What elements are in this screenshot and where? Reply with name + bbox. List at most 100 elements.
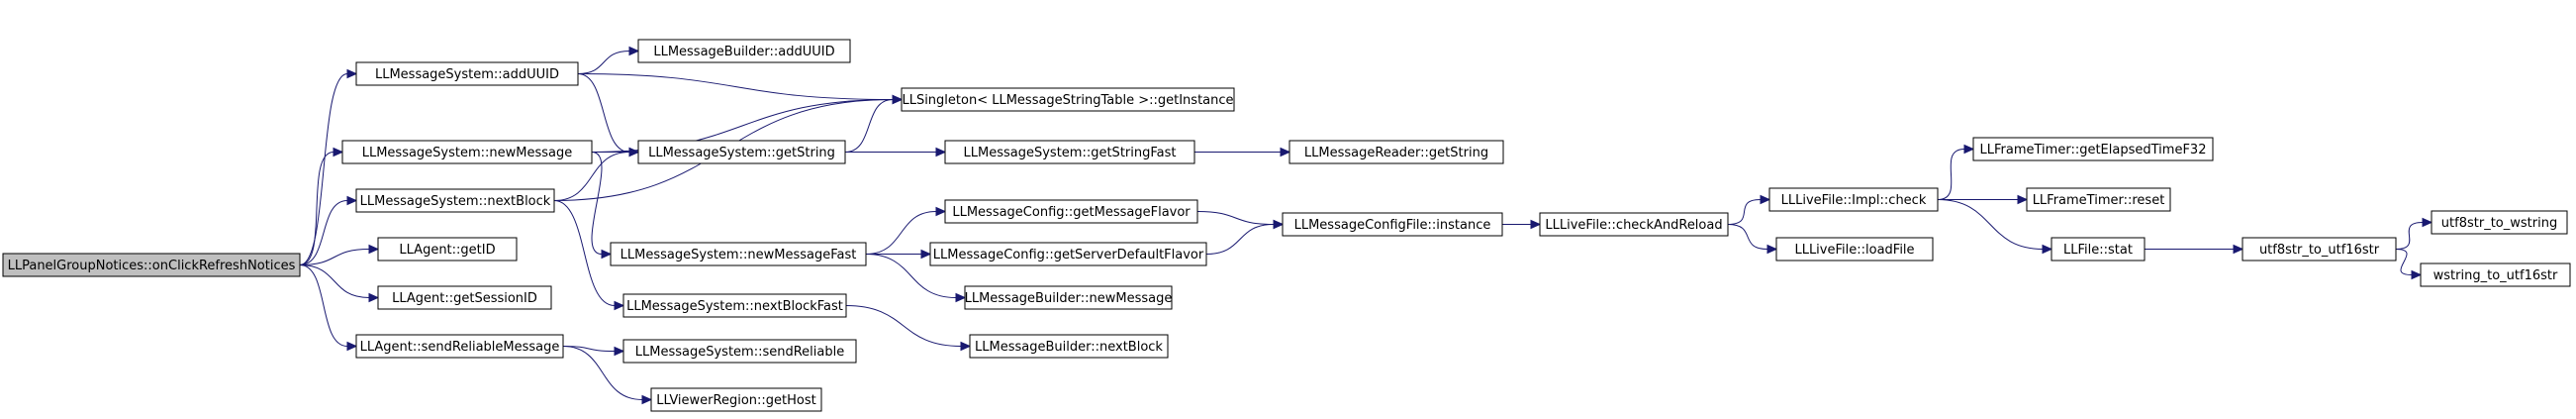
arrowhead-icon	[960, 341, 972, 352]
node-label: LLMessageBuilder::nextBlock	[975, 340, 1163, 355]
edge-nextBlock-to-getString	[553, 152, 630, 201]
node-label: LLLiveFile::loadFile	[1794, 243, 1914, 258]
edge-root-to-addUUID	[299, 73, 348, 265]
node-label: LLAgent::sendReliableMessage	[360, 340, 560, 355]
node-box	[2, 253, 301, 277]
arrowhead-icon	[2422, 217, 2433, 228]
node-label: LLAgent::getID	[399, 243, 495, 258]
node-sendReliableMessage[interactable]: LLAgent::sendReliableMessage	[355, 334, 564, 359]
edge-getServerDefaultFlavor-to-configInstance	[1205, 224, 1275, 255]
node-loadFile[interactable]: LLLiveFile::loadFile	[1775, 237, 1934, 262]
node-newMessage[interactable]: LLMessageSystem::newMessage	[341, 140, 593, 164]
node-getStringFast[interactable]: LLMessageSystem::getStringFast	[944, 140, 1195, 164]
node-implCheck[interactable]: LLLiveFile::Impl::check	[1768, 187, 1939, 212]
node-nextBlock[interactable]: LLMessageSystem::nextBlock	[355, 188, 555, 213]
arrowhead-icon	[955, 292, 967, 303]
arrowhead-icon	[2233, 244, 2244, 255]
edge-getString-to-singleton	[844, 99, 894, 153]
node-getID[interactable]: LLAgent::getID	[377, 237, 518, 262]
node-label: LLPanelGroupNotices::onClickRefreshNotic…	[8, 259, 296, 273]
node-label: LLMessageSystem::getString	[648, 146, 835, 160]
node-label: LLMessageBuilder::addUUID	[653, 45, 834, 59]
node-utf8toW[interactable]: utf8str_to_wstring	[2431, 210, 2568, 235]
node-getServerDefaultFlavor[interactable]: LLMessageConfig::getServerDefaultFlavor	[929, 242, 1207, 266]
node-wTo16[interactable]: wstring_to_utf16str	[2420, 262, 2571, 287]
node-stat[interactable]: LLFile::stat	[2051, 237, 2146, 262]
node-getElapsed[interactable]: LLFrameTimer::getElapsedTimeF32	[1972, 137, 2214, 161]
node-addUUID[interactable]: LLMessageSystem::addUUID	[355, 61, 579, 86]
edge-root-to-newMessage	[299, 152, 334, 265]
node-utf8to16[interactable]: utf8str_to_utf16str	[2242, 237, 2397, 262]
node-box	[637, 39, 851, 63]
node-label: LLMessageSystem::newMessage	[362, 146, 573, 160]
node-getMessageFlavor[interactable]: LLMessageConfig::getMessageFlavor	[944, 199, 1198, 224]
node-label: LLLiveFile::checkAndReload	[1545, 218, 1722, 233]
node-box	[2051, 237, 2146, 262]
node-box	[944, 199, 1198, 224]
node-getString[interactable]: LLMessageSystem::getString	[637, 140, 846, 164]
node-box	[622, 339, 857, 364]
arrowhead-icon	[628, 147, 640, 157]
node-label: LLSingleton< LLMessageStringTable >::get…	[902, 93, 1233, 108]
node-box	[1972, 137, 2214, 161]
node-box	[1282, 212, 1503, 237]
node-sendReliable[interactable]: LLMessageSystem::sendReliable	[622, 339, 857, 364]
node-box	[650, 387, 822, 412]
arrowhead-icon	[346, 68, 358, 79]
node-label: LLMessageSystem::sendReliable	[635, 345, 844, 360]
node-box	[2026, 187, 2171, 212]
node-label: LLMessageConfig::getServerDefaultFlavor	[933, 248, 1204, 262]
arrowhead-icon	[628, 46, 640, 56]
node-label: LLMessageConfigFile::instance	[1294, 218, 1491, 233]
node-label: LLMessageSystem::nextBlockFast	[626, 299, 843, 314]
arrowhead-icon	[346, 195, 358, 206]
node-box	[1768, 187, 1939, 212]
edge-root-to-getID	[299, 249, 370, 265]
edge-implCheck-to-getElapsed	[1937, 149, 1965, 200]
node-label: LLMessageConfig::getMessageFlavor	[952, 205, 1191, 220]
node-nextBlockFast[interactable]: LLMessageSystem::nextBlockFast	[622, 293, 847, 318]
edge-root-to-sendReliableMessage	[299, 264, 348, 347]
node-getSessionID[interactable]: LLAgent::getSessionID	[377, 285, 552, 310]
arrowhead-icon	[1280, 147, 1291, 157]
edge-nextBlockFast-to-mbNextBlock	[845, 305, 962, 347]
arrowhead-icon	[641, 394, 653, 405]
node-box	[2420, 262, 2571, 287]
node-configInstance[interactable]: LLMessageConfigFile::instance	[1282, 212, 1503, 237]
node-box	[1775, 237, 1934, 262]
arrowhead-icon	[601, 249, 613, 260]
node-readerGetString[interactable]: LLMessageReader::getString	[1288, 140, 1504, 164]
node-mbAddUUID[interactable]: LLMessageBuilder::addUUID	[637, 39, 851, 63]
node-mbNextBlock[interactable]: LLMessageBuilder::nextBlock	[969, 334, 1169, 359]
edge-nextBlock-to-nextBlockFast	[553, 200, 616, 306]
arrowhead-icon	[346, 341, 358, 352]
edge-newMessage-to-newMessageFast	[591, 152, 603, 255]
node-box	[1539, 212, 1729, 237]
node-label: LLFrameTimer::getElapsedTimeF32	[1980, 143, 2207, 157]
node-reset[interactable]: LLFrameTimer::reset	[2026, 187, 2171, 212]
arrowhead-icon	[1963, 144, 1975, 155]
arrowhead-icon	[368, 292, 380, 303]
edge-addUUID-to-mbAddUUID	[577, 51, 630, 74]
node-root[interactable]: LLPanelGroupNotices::onClickRefreshNotic…	[2, 253, 301, 277]
node-getHost[interactable]: LLViewerRegion::getHost	[650, 387, 822, 412]
arrowhead-icon	[1766, 244, 1778, 255]
arrowhead-icon	[1530, 219, 1542, 230]
arrowhead-icon	[935, 206, 947, 217]
node-mbNewMessage[interactable]: LLMessageBuilder::newMessage	[964, 285, 1173, 310]
node-box	[355, 334, 564, 359]
edge-utf8to16-to-utf8toW	[2395, 222, 2424, 250]
edge-addUUID-to-getString	[577, 73, 630, 153]
edge-checkAndReload-to-implCheck	[1727, 199, 1762, 225]
edges-layer	[299, 46, 2433, 405]
node-label: utf8str_to_wstring	[2441, 216, 2557, 231]
arrowhead-icon	[2042, 244, 2053, 255]
arrowhead-icon	[368, 244, 380, 255]
node-singleton[interactable]: LLSingleton< LLMessageStringTable >::get…	[901, 87, 1235, 112]
edge-getMessageFlavor-to-configInstance	[1196, 211, 1275, 225]
node-box	[2431, 210, 2568, 235]
edge-addUUID-to-singleton	[577, 73, 894, 100]
node-newMessageFast[interactable]: LLMessageSystem::newMessageFast	[610, 242, 867, 266]
node-checkAndReload[interactable]: LLLiveFile::checkAndReload	[1539, 212, 1729, 237]
node-box	[355, 188, 555, 213]
